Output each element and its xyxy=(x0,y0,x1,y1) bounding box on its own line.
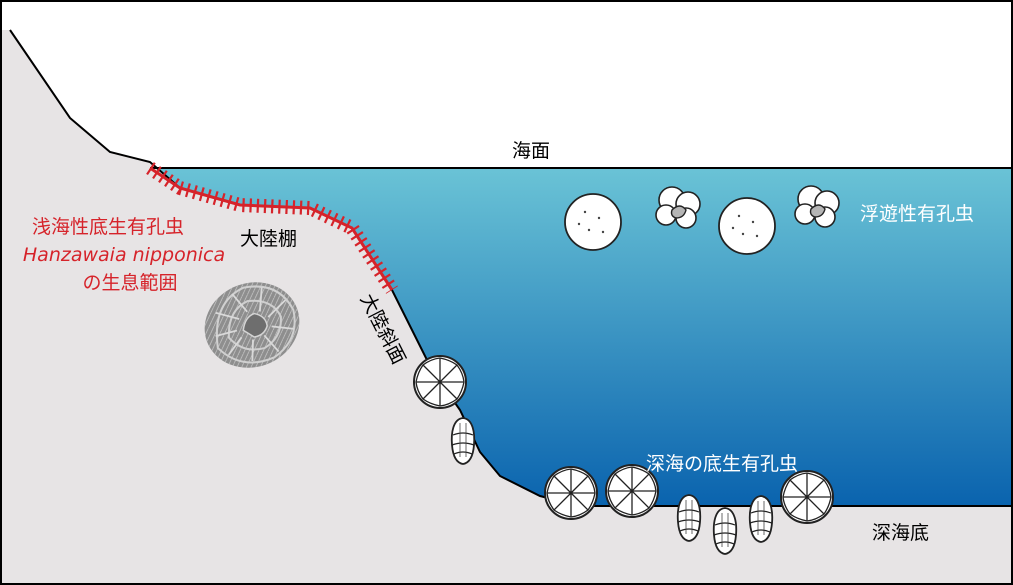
benthic-foram-elongate xyxy=(676,494,702,542)
sea-surface-label: 海面 xyxy=(512,140,550,162)
benthic-foram-round xyxy=(413,355,467,409)
planktic-forams-label: 浮遊性有孔虫 xyxy=(860,203,974,225)
sea-water xyxy=(150,168,1013,506)
habitat-range-ticks xyxy=(146,162,398,294)
benthic-foram-round xyxy=(544,466,598,520)
hanzawaia-fossil xyxy=(204,282,300,368)
benthic-foram-elongate xyxy=(450,417,476,465)
planktic-foram-cluster xyxy=(794,185,840,228)
deep-sea-floor-label: 深海底 xyxy=(872,522,929,544)
planktic-foram-cluster xyxy=(655,186,701,229)
planktic-foram-globe xyxy=(564,193,622,251)
benthic-foram-round xyxy=(780,470,834,524)
shallow-benthic-label-line2: Hanzawaia nipponica xyxy=(23,244,225,266)
shallow-benthic-label-line1: 浅海性底生有孔虫 xyxy=(32,216,184,238)
benthic-foram-elongate xyxy=(748,495,774,543)
seafloor-land xyxy=(0,30,1013,585)
planktic-foram-globe xyxy=(718,197,776,255)
benthic-foram-elongate xyxy=(712,507,738,555)
deep-benthic-forams-label: 深海の底生有孔虫 xyxy=(646,453,798,475)
shallow-benthic-label-line3: の生息範囲 xyxy=(82,272,177,294)
continental-shelf-label: 大陸棚 xyxy=(240,228,297,250)
